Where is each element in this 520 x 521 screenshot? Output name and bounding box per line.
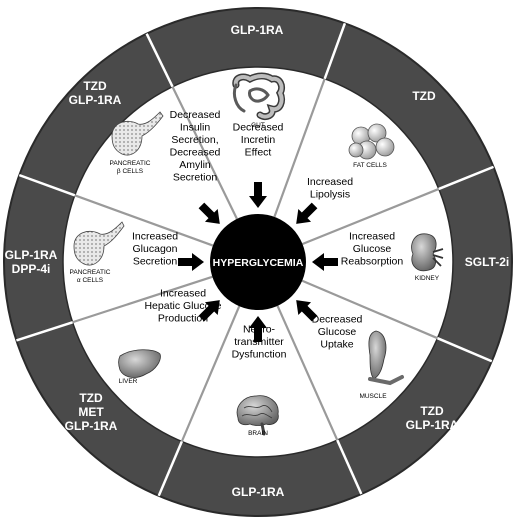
- organ-label-muscle: MUSCLE: [359, 393, 387, 400]
- organ-label-alpha: PANCREATIC: [70, 269, 111, 276]
- sector-divider: [273, 78, 326, 218]
- organ-label-brain: BRAIN: [248, 430, 268, 437]
- mechanism-text-beta: Decreased: [170, 109, 221, 121]
- mechanism-text-alpha: Increased: [132, 231, 178, 243]
- mechanism-text-kidney: Glucose: [353, 243, 392, 255]
- mechanism-text-liver: Increased: [160, 288, 206, 300]
- drug-label-fat: TZD: [412, 89, 436, 103]
- fat-cells-icon: [348, 123, 395, 160]
- mechanism-text-liver: Production: [158, 313, 208, 325]
- ring-divider: [145, 33, 174, 88]
- ring-divider: [438, 165, 494, 191]
- drug-label-muscle: GLP-1RA: [406, 418, 459, 432]
- drug-label-muscle: TZD: [420, 404, 444, 418]
- pancreas-icon: [73, 221, 125, 266]
- mechanism-text-muscle: Glucose: [318, 326, 357, 338]
- sector-divider: [302, 187, 440, 246]
- liver-icon: [118, 349, 161, 378]
- mechanism-text-muscle: Decreased: [312, 314, 363, 326]
- arrow-to-hub: [198, 202, 220, 224]
- arrow-to-hub: [178, 253, 204, 271]
- mechanism-text-alpha: Glucagon: [133, 243, 178, 255]
- organ-label-gut: GUT: [251, 122, 265, 129]
- brain-icon: [236, 395, 279, 436]
- arrow-to-hub: [312, 253, 338, 271]
- pancreas-icon: [111, 111, 164, 156]
- arrow-to-hub: [249, 182, 267, 208]
- mechanism-text-fat: Lipolysis: [310, 188, 350, 200]
- drug-label-gut: GLP-1RA: [231, 23, 284, 37]
- sector-dividers: [16, 22, 494, 497]
- ring-divider: [336, 439, 363, 495]
- intestine-icon: [232, 72, 286, 121]
- mechanism-text-kidney: Increased: [349, 231, 395, 243]
- drug-label-beta: GLP-1RA: [69, 93, 122, 107]
- mechanism-text-beta: Decreased: [170, 146, 221, 158]
- kidney-icon: [411, 233, 444, 272]
- mechanism-text-brain: Dysfunction: [232, 349, 287, 361]
- sector-divider: [171, 86, 238, 220]
- sector-divider: [276, 305, 339, 441]
- drug-label-liver: TZD: [79, 391, 103, 405]
- arrow-to-hub: [249, 316, 267, 342]
- labels: GLP-1RADecreasedIncretinEffectGUTTZDIncr…: [5, 23, 510, 499]
- sector-divider: [301, 279, 438, 340]
- hub-circle: [210, 214, 306, 310]
- drug-label-kidney: SGLT-2i: [465, 255, 509, 269]
- drug-label-alpha: GLP-1RA: [5, 248, 58, 262]
- ring-divider: [437, 337, 493, 363]
- mechanism-text-gut: Effect: [245, 147, 272, 159]
- arrow-to-hub: [296, 202, 318, 224]
- mechanism-text-brain: Neuro-: [243, 324, 276, 336]
- muscle-icon: [368, 330, 404, 386]
- drug-label-liver: MET: [78, 405, 104, 419]
- ring-divider: [323, 22, 347, 80]
- ring-divider: [16, 321, 73, 342]
- organ-label-beta: β CELLS: [117, 168, 144, 175]
- sector-divider: [72, 275, 213, 324]
- mechanism-text-gut: Incretin: [241, 134, 276, 146]
- mechanism-text-muscle: Uptake: [320, 339, 353, 351]
- ring-divider: [157, 441, 183, 497]
- mechanism-text-liver: Hepatic Glucose: [144, 300, 221, 312]
- organ-label-beta: PANCREATIC: [110, 160, 151, 167]
- ring-divider: [18, 173, 76, 197]
- mechanism-text-brain: transmitter: [234, 336, 284, 348]
- mechanism-text-beta: Insulin: [180, 121, 211, 133]
- mechanism-text-alpha: Secretion: [133, 256, 178, 268]
- arrows: [178, 182, 338, 342]
- drug-label-brain: GLP-1RA: [232, 485, 285, 499]
- drug-label-liver: GLP-1RA: [65, 419, 118, 433]
- arrow-to-hub: [198, 300, 220, 322]
- mechanism-text-gut: Decreased: [233, 122, 284, 134]
- organ-label-liver: LIVER: [119, 378, 138, 385]
- drug-label-beta: TZD: [83, 79, 107, 93]
- hub-label: HYPERGLYCEMIA: [213, 257, 304, 269]
- organ-label-fat: FAT CELLS: [353, 162, 387, 169]
- mechanism-text-kidney: Reabsorption: [341, 256, 404, 268]
- sector-divider: [74, 194, 214, 247]
- organ-label-kidney: KIDNEY: [415, 275, 440, 282]
- arrow-to-hub: [296, 300, 318, 322]
- mechanism-text-beta: Secretion,: [171, 134, 218, 146]
- mechanism-text-beta: Secretion: [173, 171, 218, 183]
- sector-divider: [180, 305, 241, 442]
- mechanism-text-beta: Amylin: [179, 159, 211, 171]
- drug-label-alpha: DPP-4i: [12, 262, 51, 276]
- organ-label-alpha: α CELLS: [77, 277, 104, 284]
- mechanism-text-fat: Increased: [307, 176, 353, 188]
